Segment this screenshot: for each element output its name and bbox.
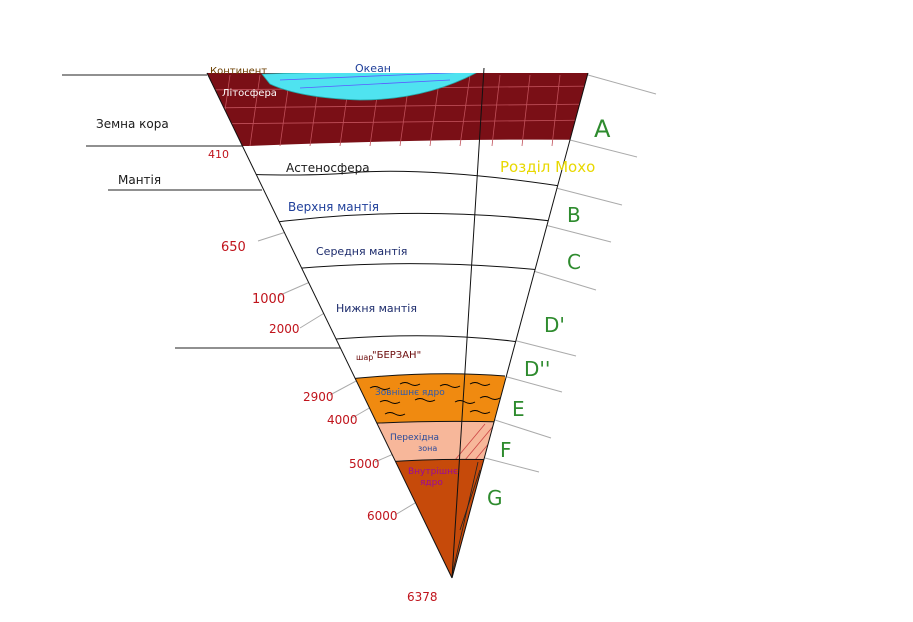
label-outer-core: Зовнішнє ядро — [375, 388, 445, 398]
letter-a: A — [594, 115, 611, 143]
right-guide-lines — [484, 74, 657, 473]
left-guide-lines — [62, 74, 355, 349]
transition-zone-layer — [360, 421, 505, 462]
depth-410: 410 — [208, 148, 229, 161]
label-moho: Розділ Мохо — [500, 158, 595, 176]
label-lower-mantle: Нижня мантія — [336, 302, 417, 315]
depth-2900: 2900 — [303, 390, 334, 404]
lithosphere-grid — [207, 74, 588, 147]
inner-core-hatch — [451, 461, 481, 576]
label-transition-zone-2: зона — [418, 444, 437, 453]
outer-core-swirls — [369, 382, 501, 416]
depth-2000: 2000 — [269, 322, 300, 336]
label-lithosphere: Літосфера — [222, 87, 277, 99]
letter-g: G — [487, 486, 503, 510]
label-transition-zone-1: Перехідна — [390, 433, 439, 443]
letter-d-prime: D' — [544, 313, 565, 337]
cone-layers — [207, 73, 588, 578]
cone-outline — [206, 67, 589, 579]
depth-650: 650 — [221, 240, 246, 255]
label-bersan: "БЕРЗАН" — [372, 350, 421, 361]
letter-f: F — [500, 438, 512, 462]
letter-e: E — [512, 397, 525, 421]
label-earth-crust: Земна кора — [96, 117, 169, 131]
label-ocean: Океан — [355, 62, 391, 75]
label-inner-core-2: ядро — [420, 478, 443, 488]
depth-guide-lines — [257, 231, 416, 516]
depth-6378: 6378 — [407, 590, 438, 604]
label-asthenosphere: Астеносфера — [286, 161, 370, 175]
label-inner-core-1: Внутрішнє — [408, 467, 458, 477]
depth-1000: 1000 — [252, 292, 285, 307]
label-continent: Континент — [210, 66, 267, 77]
label-bersan-prefix: шар — [356, 353, 373, 362]
label-upper-mantle: Верхня мантія — [288, 200, 379, 214]
depth-4000: 4000 — [327, 413, 358, 427]
depth-6000: 6000 — [367, 509, 398, 523]
letter-b: B — [567, 203, 581, 227]
letter-d-double-prime: D'' — [524, 357, 550, 381]
label-middle-mantle: Середня мантія — [316, 245, 407, 258]
letter-c: C — [567, 250, 581, 274]
ocean-waves — [279, 73, 471, 89]
label-mantle: Мантія — [118, 173, 161, 187]
depth-5000: 5000 — [349, 457, 380, 471]
